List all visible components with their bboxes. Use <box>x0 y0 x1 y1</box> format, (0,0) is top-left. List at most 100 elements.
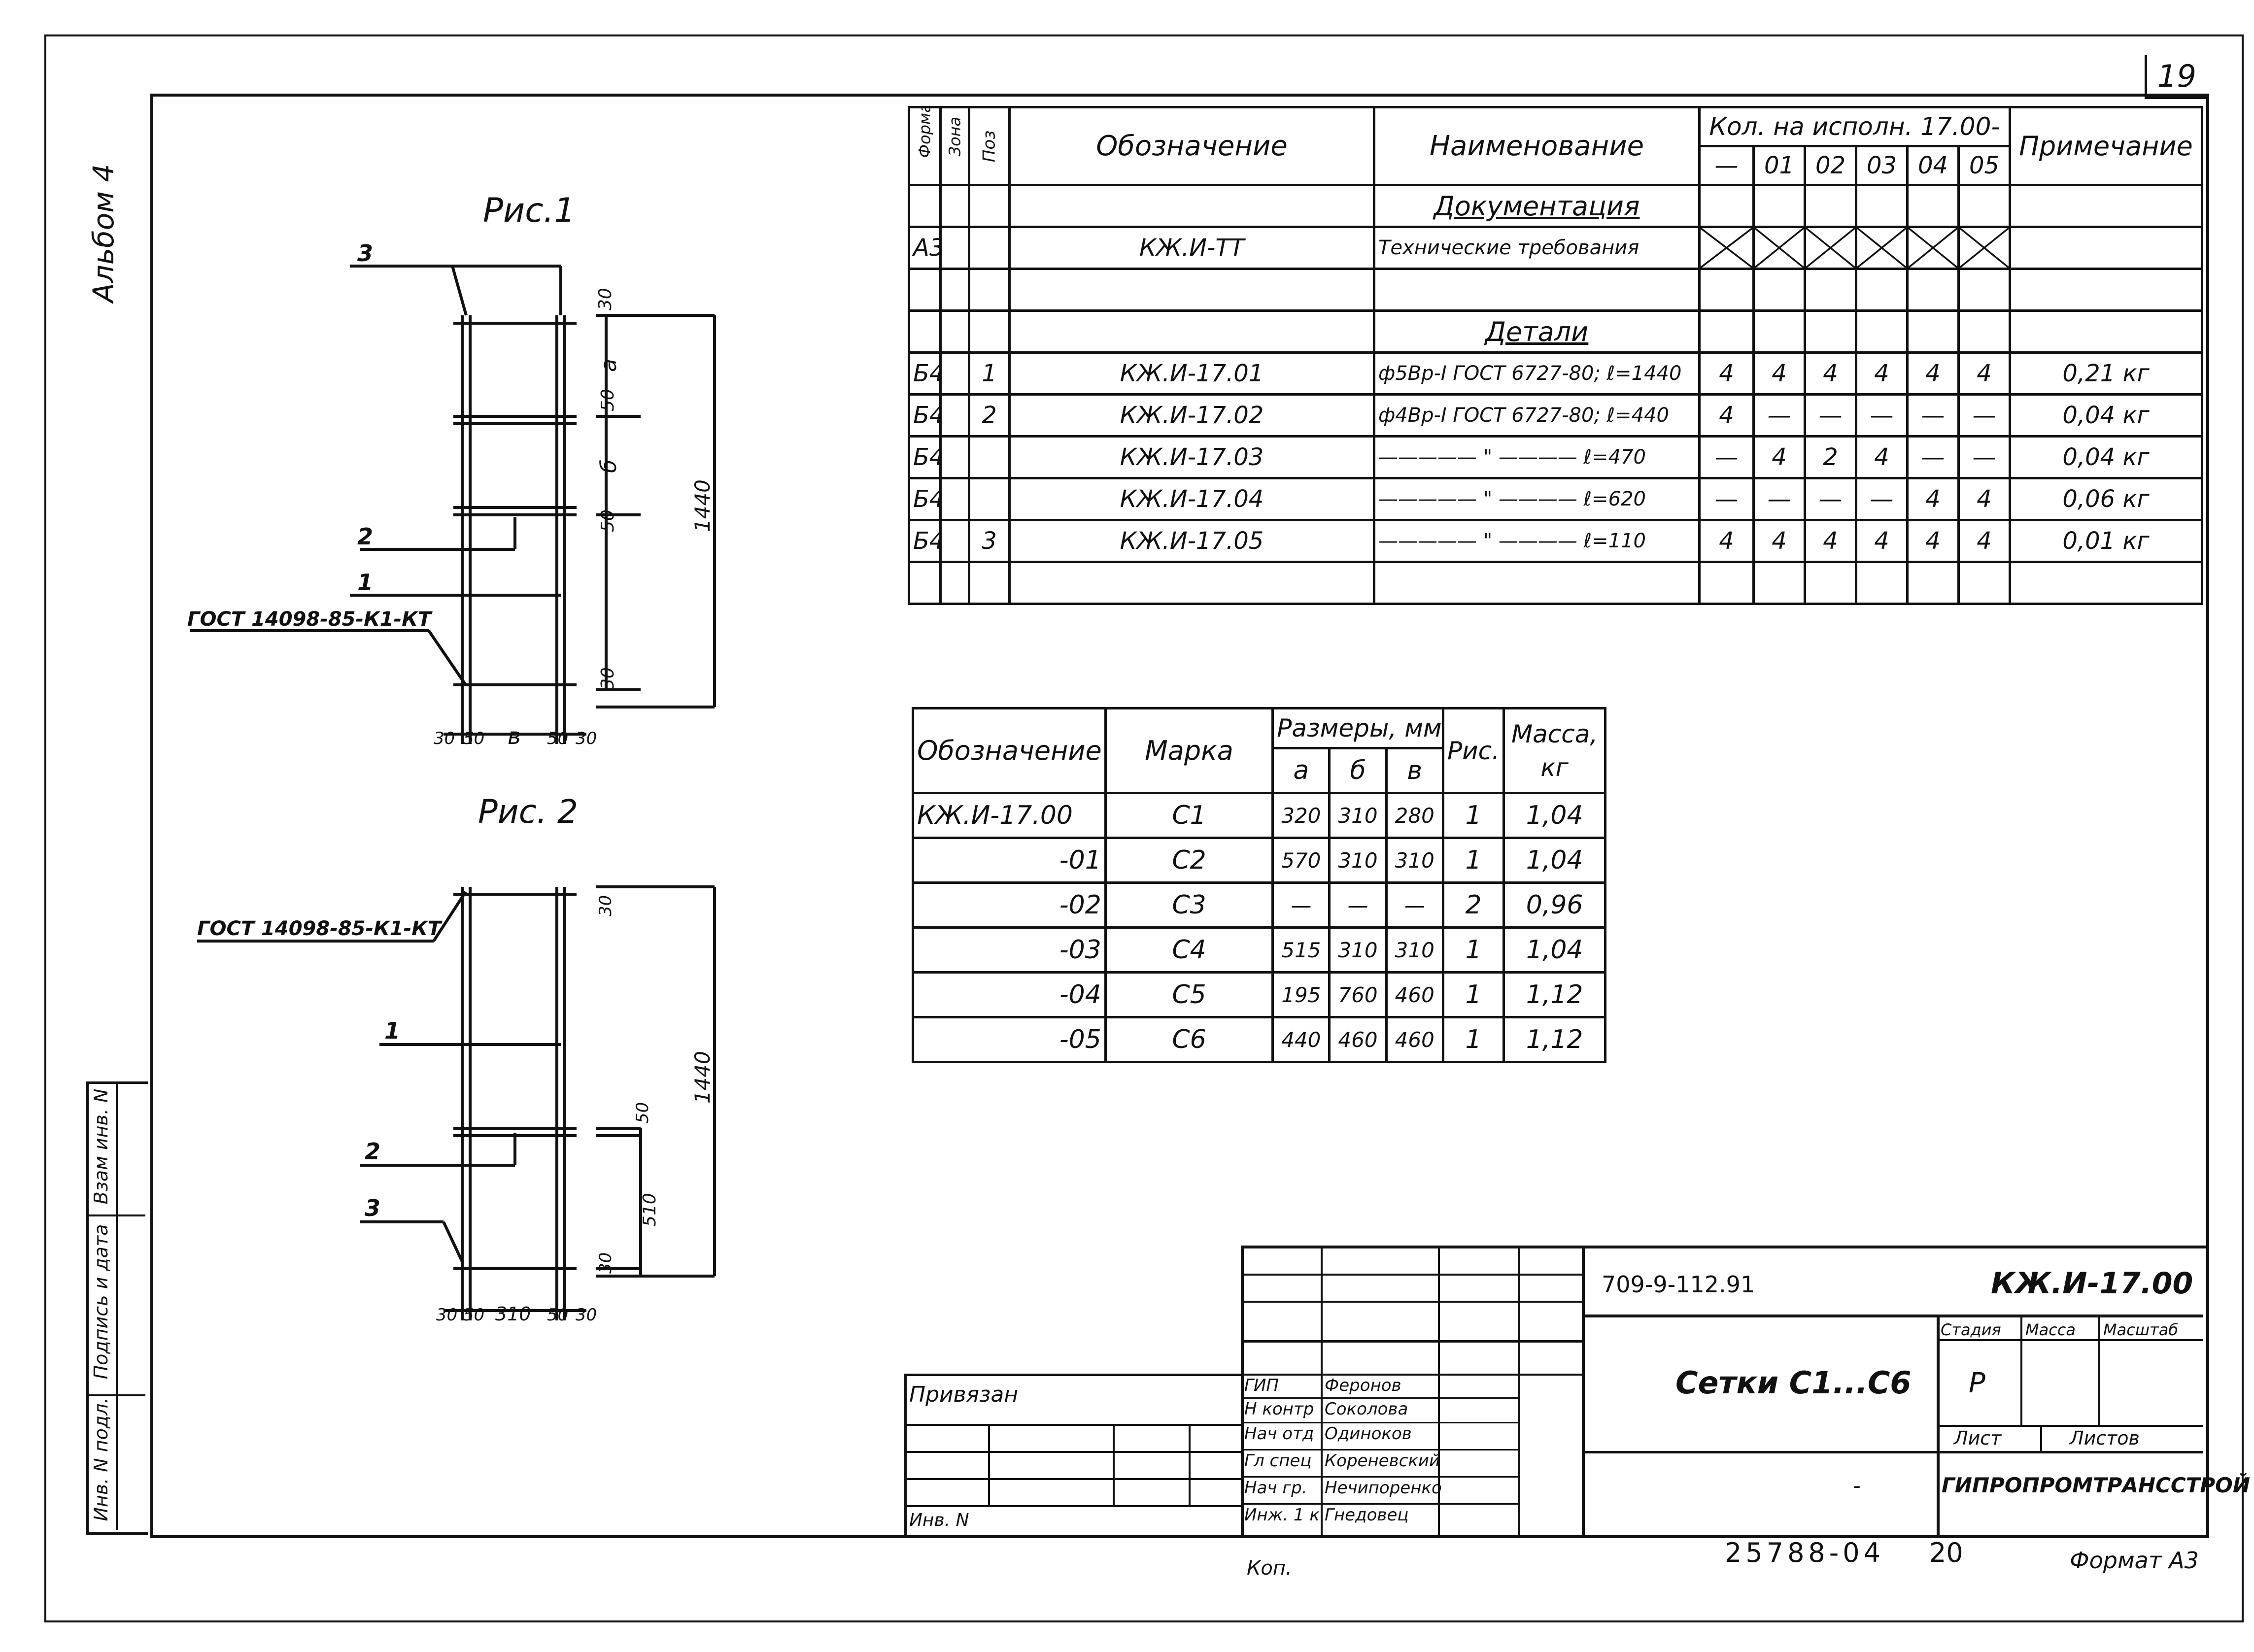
spec-cell-qty: 4 <box>1804 519 1857 563</box>
mass-cell-a: — <box>1271 881 1331 929</box>
cross-out-mark <box>1858 229 1905 267</box>
fig1-bottom-50-right: 50 <box>547 729 568 748</box>
fig1-bottom-v: в <box>508 723 521 749</box>
spec-cell-qty: 4 <box>1698 519 1755 563</box>
organization: ГИПРОПРОМТРАНССТРОЙ <box>1942 1473 2251 1497</box>
spec-cell-note <box>2009 309 2204 354</box>
role-person: Одиноков <box>1325 1424 1412 1444</box>
fig1-dim-30-bottom: 30 <box>598 667 618 690</box>
copied-label: Коп. <box>1247 1557 1292 1580</box>
mass-cell-fig: 1 <box>1441 1016 1505 1063</box>
spec-cell-qty <box>1752 184 1806 228</box>
spec-cell-note: 0,04 кг <box>2009 393 2204 438</box>
spec-cell-pos: 3 <box>968 519 1011 563</box>
mass-cell-designation: -04 <box>912 971 1107 1018</box>
mass-cell-v: 310 <box>1385 926 1444 974</box>
spec-cell-pos <box>968 226 1011 270</box>
spec-cell-qty <box>1855 561 1909 605</box>
spec-cell-qty <box>1957 561 2012 605</box>
mass-cell-v: 460 <box>1385 971 1444 1018</box>
cross-out-mark <box>1807 229 1854 267</box>
mass-cell-mark: С6 <box>1104 1016 1274 1063</box>
spec-cell-qty: 4 <box>1855 519 1909 563</box>
spec-cell-note: 0,06 кг <box>2009 477 2204 521</box>
fig1-callout-3: 3 <box>357 240 373 267</box>
mass-col-b: б <box>1328 747 1388 794</box>
archive-number: 25788-04 <box>1725 1537 1884 1568</box>
spec-cell-qty <box>1752 226 1806 270</box>
variant-header: 01 <box>1752 145 1806 186</box>
spec-cell-qty: 4 <box>1698 393 1755 438</box>
spec-cell-qty <box>1855 226 1909 270</box>
spec-cell-format <box>908 268 942 312</box>
mass-cell-mark: С5 <box>1104 971 1274 1018</box>
spec-row: Детали <box>908 309 2204 354</box>
archive-page: 20 <box>1929 1537 1963 1568</box>
col-header-format: Формат <box>908 106 942 186</box>
spec-cell-pos <box>968 561 1011 605</box>
role-title: Нач отд <box>1244 1424 1314 1444</box>
spec-cell-pos <box>968 184 1011 228</box>
mass-cell-mass: 1,12 <box>1503 971 1606 1018</box>
spec-cell-format <box>908 184 942 228</box>
spec-cell-name: ф5Вр-I ГОСТ 6727-80; ℓ=1440 <box>1373 351 1701 396</box>
fig2-callout-1: 1 <box>384 1017 400 1044</box>
side-label-signature-date: Подпись и дата <box>90 1224 112 1380</box>
col-header-designation: Обозначение <box>1008 106 1375 186</box>
spec-cell-qty: 2 <box>1804 435 1857 479</box>
role-person: Нечипоренко <box>1325 1478 1442 1498</box>
fig2-gost-callout: ГОСТ 14098-85-К1-КТ <box>197 917 443 940</box>
spec-row <box>908 268 2204 312</box>
spec-cell-zone <box>939 393 970 438</box>
mass-cell-a: 440 <box>1271 1016 1331 1063</box>
spec-cell-qty: 4 <box>1804 351 1857 396</box>
spec-cell-designation: КЖ.И-ТТ <box>1008 226 1375 270</box>
spec-cell-qty: 4 <box>1752 435 1806 479</box>
inv-label: Инв. N <box>909 1510 969 1530</box>
spec-cell-pos <box>968 477 1011 521</box>
spec-cell-qty <box>1855 268 1909 312</box>
fig1-dim-50-b: 50 <box>598 509 618 532</box>
spec-cell-pos <box>968 309 1011 354</box>
spec-cell-format <box>908 309 942 354</box>
spec-cell-format: А3 <box>908 226 942 270</box>
spec-cell-format <box>908 561 942 605</box>
specification-table: Формат Зона Поз Обозначение Наименование… <box>908 106 2204 605</box>
mass-cell-b: 310 <box>1328 926 1388 974</box>
spec-cell-designation: КЖ.И-17.01 <box>1008 351 1375 396</box>
mass-cell-a: 320 <box>1271 792 1331 839</box>
spec-cell-qty: — <box>1906 393 1960 438</box>
fig1-dim-b: б <box>596 460 621 473</box>
fig1-dim-overall: 1440 <box>690 479 715 532</box>
spec-cell-name <box>1373 268 1701 312</box>
col-header-note: Примечание <box>2009 106 2204 186</box>
spec-cell-qty <box>1752 561 1806 605</box>
spec-cell-qty <box>1804 309 1857 354</box>
spec-cell-format: Б4 <box>908 519 942 563</box>
spec-cell-name: ————— " ———— ℓ=470 <box>1373 435 1701 479</box>
spec-cell-qty: — <box>1957 435 2012 479</box>
mass-col-mark: Марка <box>1104 707 1274 794</box>
cross-out-mark <box>1756 229 1803 267</box>
spec-cell-zone <box>939 561 970 605</box>
role-person: Кореневский <box>1325 1451 1440 1471</box>
spec-cell-qty <box>1957 226 2012 270</box>
variant-header: — <box>1698 145 1755 186</box>
variant-header: 05 <box>1957 145 2012 186</box>
spec-cell-name: Документация <box>1373 184 1701 228</box>
mass-cell-b: 460 <box>1328 1016 1388 1063</box>
fig1-dim-50-a: 50 <box>598 389 618 411</box>
spec-cell-zone <box>939 184 970 228</box>
spec-cell-designation: КЖ.И-17.05 <box>1008 519 1375 563</box>
mass-cell-designation: -02 <box>912 881 1107 929</box>
spec-cell-qty: 4 <box>1957 351 2012 396</box>
role-row-divider <box>1241 1397 1518 1399</box>
fig2-bottom-310: 310 <box>495 1303 531 1325</box>
fig1-gost-callout: ГОСТ 14098-85-К1-КТ <box>187 608 433 631</box>
fig2-callout-2: 2 <box>365 1138 380 1165</box>
